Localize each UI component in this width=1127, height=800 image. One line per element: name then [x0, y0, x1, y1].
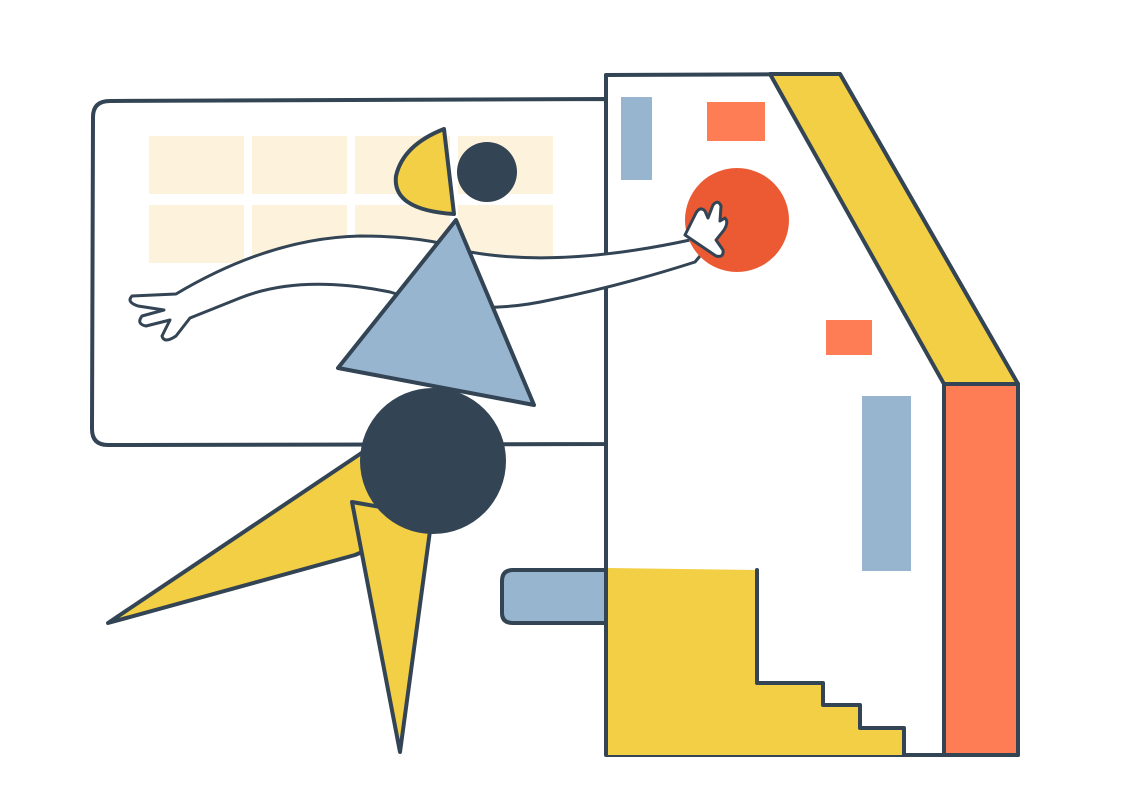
dancing-figure — [106, 127, 722, 754]
figure-hand — [683, 200, 729, 258]
orange-window-blocks — [707, 102, 872, 355]
orange-pillar — [942, 382, 1020, 757]
blue-window-bars — [621, 97, 911, 571]
figure-torso — [336, 218, 536, 407]
stairs — [608, 568, 906, 757]
figure-hips — [360, 388, 506, 534]
figure-legs — [106, 444, 440, 754]
figure-head — [393, 127, 517, 216]
blue-ledge — [500, 568, 608, 625]
